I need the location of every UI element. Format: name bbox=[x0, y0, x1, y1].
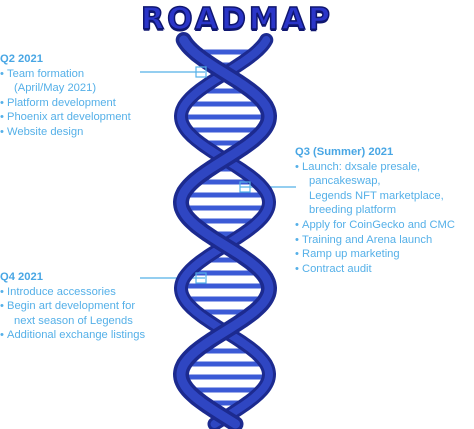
q4-heading: Q4 2021 bbox=[0, 271, 43, 283]
q3-item-training-arena: Training and Arena launch bbox=[295, 233, 455, 248]
q2-marker bbox=[195, 66, 207, 78]
helix-strand-front-highlight bbox=[176, 35, 274, 429]
q3-item-launch: Launch: dxsale presale, pancakeswap, Leg… bbox=[295, 160, 455, 218]
q2-item-team-formation: Team formation(April/May 2021) bbox=[0, 67, 131, 96]
q4-2021-section: Q4 2021 Introduce accessories Begin art … bbox=[0, 270, 145, 343]
q3-item-contract-audit: Contract audit bbox=[295, 262, 455, 277]
q3-heading: Q3 (Summer) 2021 bbox=[295, 146, 394, 158]
q2-2021-section: Q2 2021 Team formation(April/May 2021) P… bbox=[0, 52, 131, 140]
q3-item-marketing: Ramp up marketing bbox=[295, 247, 455, 262]
q3-2021-section: Q3 (Summer) 2021 Launch: dxsale presale,… bbox=[295, 145, 455, 276]
q3-marker bbox=[239, 181, 251, 193]
q2-item-phoenix-art: Phoenix art development bbox=[0, 110, 131, 125]
q4-marker bbox=[195, 272, 207, 284]
q4-item-accessories: Introduce accessories bbox=[0, 285, 145, 300]
helix-strand-back-highlight bbox=[176, 36, 274, 428]
q4-item-exchange-listings: Additional exchange listings bbox=[0, 328, 145, 343]
q2-heading: Q2 2021 bbox=[0, 53, 43, 65]
q2-list: Team formation(April/May 2021) Platform … bbox=[0, 67, 131, 140]
q4-list: Introduce accessories Begin art developm… bbox=[0, 285, 145, 343]
q3-item-coingecko-cmc: Apply for CoinGecko and CMC bbox=[295, 218, 455, 233]
q2-item-website-design: Website design bbox=[0, 125, 131, 140]
q3-list: Launch: dxsale presale, pancakeswap, Leg… bbox=[295, 160, 455, 277]
roadmap-title: ROADMAP bbox=[140, 1, 333, 38]
q2-item-platform-development: Platform development bbox=[0, 96, 131, 111]
